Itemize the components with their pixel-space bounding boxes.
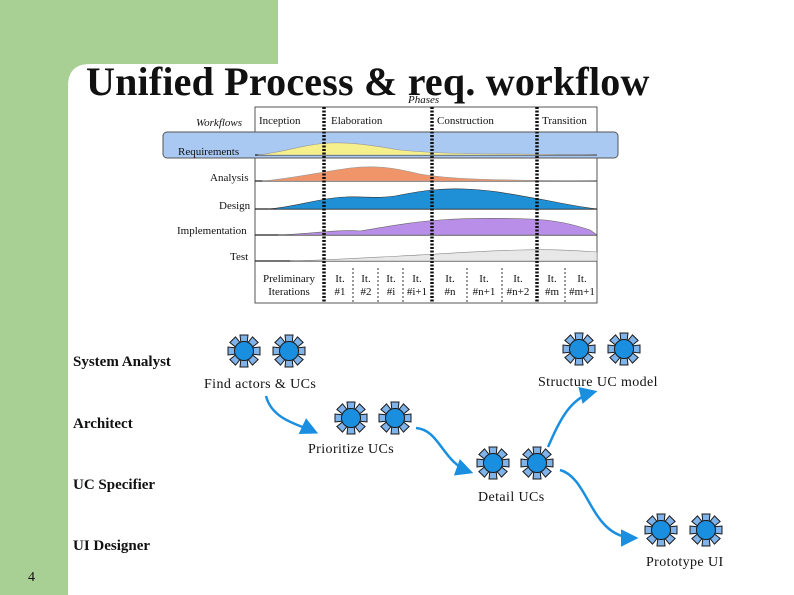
requirements-curve [257, 142, 598, 156]
flow-arrow-detail-to-prototype [559, 468, 639, 547]
slide-title: Unified Process & req. workflow [86, 59, 650, 104]
activity-find-actors: Find actors & UCs [204, 377, 317, 392]
iteration-label: It.#n+2 [506, 273, 530, 298]
top-tab-band [68, 0, 278, 86]
iteration-label: It.#m+1 [569, 273, 595, 298]
flow-arrow-detail-to-structure [546, 386, 598, 448]
phase-inception: Inception [259, 115, 301, 127]
find-actors-activity-icon [227, 334, 306, 368]
phase-transition: Transition [542, 115, 587, 127]
iteration-label: It.#i+1 [406, 273, 428, 298]
iteration-label: It.#n [444, 273, 456, 298]
role-uc-specifier: UC Specifier [73, 477, 156, 493]
workflow-analysis: Analysis [210, 172, 249, 184]
prototype-ui-activity-icon [644, 513, 723, 547]
activity-prototype-ui: Prototype UI [646, 555, 724, 570]
phases-label: Phases [408, 94, 440, 106]
iteration-label: It.#1 [334, 273, 346, 298]
workflow-requirements: Requirements [178, 146, 240, 158]
phase-construction: Construction [437, 115, 494, 127]
role-system-analyst: System Analyst [73, 354, 171, 370]
left-sidebar-band [0, 0, 68, 595]
requirements-highlight [162, 131, 619, 159]
page-number: 4 [28, 570, 35, 585]
structure-uc-model-activity-icon [562, 332, 641, 366]
phase-elaboration: Elaboration [331, 115, 383, 127]
prioritize-ucs-activity-icon [334, 401, 412, 435]
analysis-curve [261, 166, 598, 182]
workflow-design: Design [219, 200, 251, 212]
workflows-label: Workflows [196, 117, 243, 129]
iteration-label: It.#n+1 [472, 273, 496, 298]
iteration-label: It.#2 [360, 273, 372, 298]
activity-prioritize-ucs: Prioritize UCs [308, 442, 395, 457]
workflow-test: Test [230, 251, 249, 263]
flow-arrow-prioritize-to-detail [415, 426, 474, 476]
test-curve [289, 249, 598, 262]
chart-frame [254, 106, 598, 304]
workflow-implementation: Implementation [177, 225, 247, 237]
implementation-curve [277, 218, 598, 236]
activity-detail-ucs: Detail UCs [478, 490, 545, 505]
flow-arrow-find-to-prioritize [264, 395, 319, 435]
role-architect: Architect [73, 416, 133, 432]
role-ui-designer: UI Designer [73, 538, 151, 554]
iteration-label: It.#m [544, 273, 560, 298]
iteration-label: It.#i [386, 273, 396, 298]
activity-structure-uc-model: Structure UC model [538, 375, 658, 390]
detail-ucs-activity-icon [476, 446, 554, 480]
